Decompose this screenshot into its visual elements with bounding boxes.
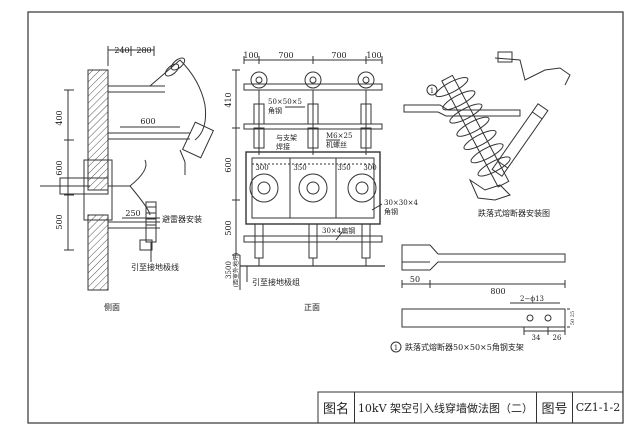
front-dim-100-right: 100 [366,51,381,60]
side-view-title: 侧面 [104,302,120,312]
front-window-dim-350-right: 350 [337,164,350,172]
front-arresters [254,223,371,266]
front-dim-100-left: 100 [243,51,258,60]
bracket-dim-800: 800 [490,287,505,296]
front-angle-steel-top: 50×50×5 [268,98,302,106]
front-support-weld-b: 焊接 [276,142,290,151]
bracket-text: 50 800 2−ϕ13 34 26 50 25 1 跌落式熔断器50×50×5… [390,275,576,353]
bracket-detail [401,244,570,335]
front-dim-700-left: 700 [278,51,293,60]
wall-lower [87,214,109,291]
front-bolt-a: M6×25 [326,132,352,140]
front-angle-steel-window-a: 30×30×4 [384,199,419,207]
bracket-dim-34: 34 [532,334,541,342]
front-top-insulators [250,71,375,89]
title-name-label: 图名 [322,402,349,417]
front-angle-steel-window-b: 角钢 [384,207,398,216]
bracket-plan [401,308,566,328]
bracket-caption: 跌落式熔断器50×50×5角钢支架 [405,342,524,352]
front-window-outer [245,151,381,225]
front-dim-3500-note: (距室外地坪) [232,253,240,288]
fuse-install-title: 跌落式熔断器安装图 [478,208,550,218]
front-dim-600: 600 [224,157,233,172]
title-name-value: 10kV 架空引入线穿墙做法图（二） [354,392,536,423]
front-dim-410: 410 [224,92,233,107]
side-label-ground: 引至接地极线 [131,262,179,272]
side-dim-bracket-600: 600 [140,117,155,126]
front-lower-crossarm [243,235,383,243]
side-fuse-body [181,121,215,159]
fuse-callout-circle [426,84,438,96]
side-dim-240: 240 [114,46,129,55]
side-dim-600: 600 [55,160,64,175]
bracket-dim-50: 50 [410,275,420,284]
front-mid-crossarm [243,123,383,130]
side-view [40,46,215,291]
side-dim-280: 280 [136,46,151,55]
fuse-install-text: 1 跌落式熔断器安装图 [426,84,550,218]
wall-opening [83,159,113,221]
bracket-callout-circle [390,341,402,353]
front-view [232,56,385,290]
wall-upper [87,69,109,191]
front-bolt-b: 机螺丝 [326,140,347,149]
front-dim-700-right: 700 [331,51,346,60]
front-dim-500: 500 [224,220,233,235]
side-dim-500: 500 [55,214,64,229]
side-label-arrester: 避雷器安装 [162,214,202,224]
title-number-label: 图号 [536,392,572,423]
side-dim-250: 250 [125,209,140,218]
front-window-dim-350-left: 350 [293,164,306,172]
bracket-holes: 2−ϕ13 [520,295,544,303]
side-dim-400: 400 [55,110,64,125]
fuse-install-view [403,51,571,201]
front-view-title: 正面 [304,303,320,312]
fuse-callout-number: 1 [430,87,434,95]
bracket-dim-right: 50 25 [570,311,576,325]
front-angle-steel-top-b: 角钢 [268,106,282,115]
front-fuses [253,90,372,155]
front-label-ground: 引至接地极组 [252,277,300,287]
bracket-callout-number: 1 [394,344,398,352]
front-window-inner [251,157,375,219]
side-view-text: 240 280 400 600 500 600 250 避雷器安装 引至接地极线… [55,46,202,312]
front-flat-steel: 30×4扁钢 [322,226,355,235]
front-view-text: 100 700 700 100 410 600 500 3500 (距室外地坪)… [224,51,419,312]
title-number-value: CZ1-1-2 [572,392,623,423]
front-support-weld-a: 与支架 [276,133,297,142]
front-window-dim-300-left: 300 [255,164,268,172]
bracket-dim-26: 26 [553,334,562,342]
front-dim-3500: 3500 [225,261,233,279]
title-block-frame [317,391,624,424]
front-window-dim-300-right: 300 [363,164,376,172]
